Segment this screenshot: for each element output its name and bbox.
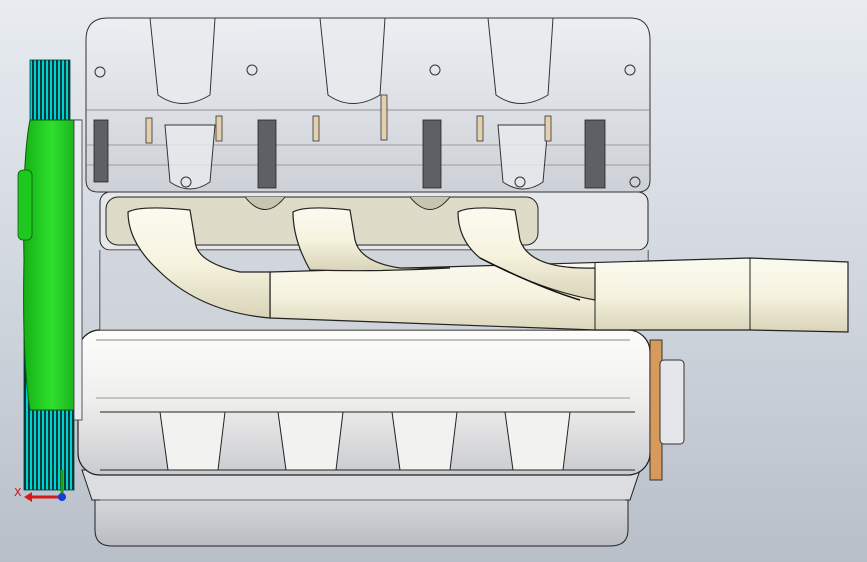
valve-cover-transparent[interactable] bbox=[85, 17, 651, 193]
triad-z-axis bbox=[58, 493, 66, 501]
triad-x-label: X bbox=[14, 486, 22, 499]
head-bosses bbox=[149, 17, 554, 190]
timing-gear-assembly[interactable] bbox=[17, 59, 83, 491]
exhaust-manifold[interactable] bbox=[127, 207, 849, 333]
oil-pan[interactable] bbox=[81, 469, 641, 547]
valve-stems bbox=[145, 94, 552, 144]
coordinate-triad bbox=[24, 470, 66, 502]
engine-block[interactable] bbox=[77, 329, 651, 476]
rear-flange[interactable] bbox=[649, 339, 685, 481]
bolt-holes bbox=[94, 64, 641, 188]
rocker-blocks bbox=[93, 119, 606, 189]
